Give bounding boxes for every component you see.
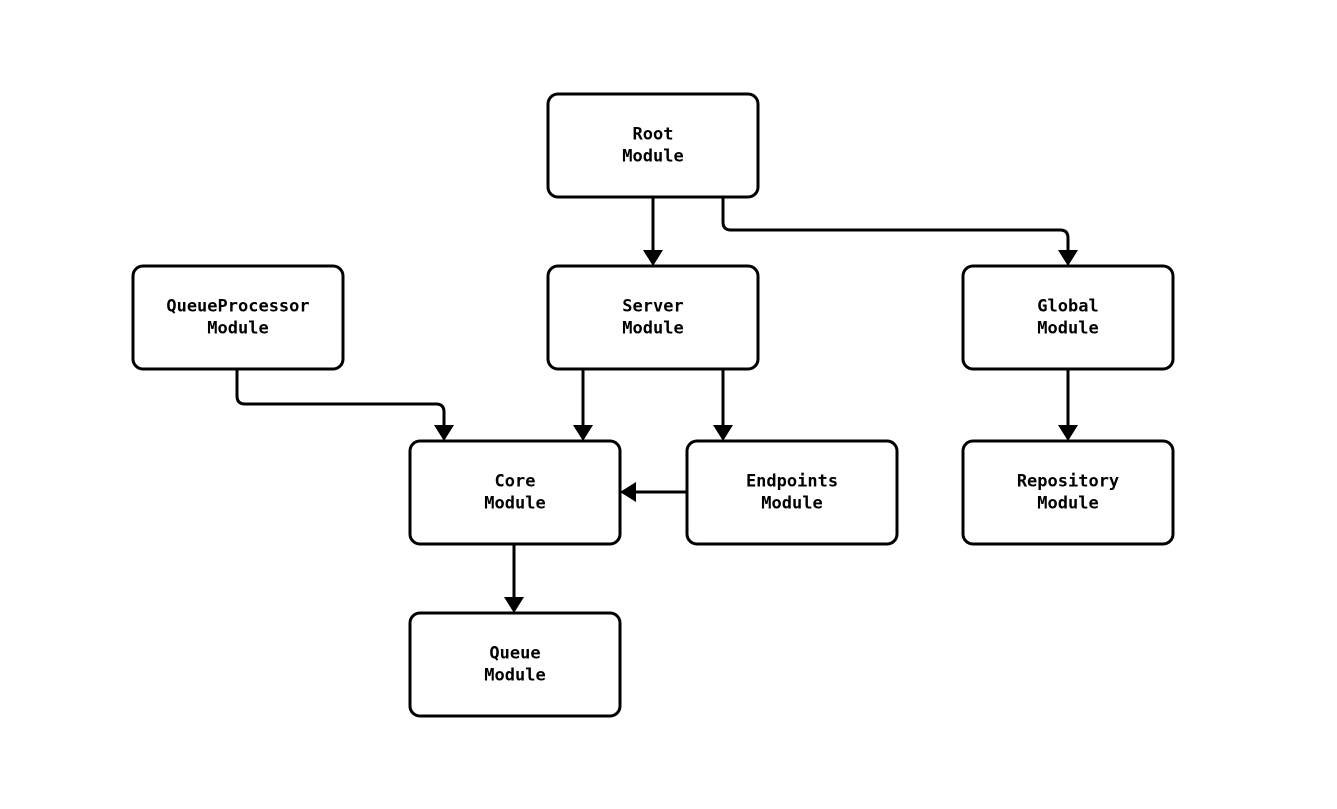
node-box[interactable] <box>685 439 899 546</box>
node-label-line2: Module <box>484 666 545 686</box>
node-label-line1: Core <box>495 472 536 492</box>
node-box[interactable] <box>408 611 622 718</box>
edge-global-to-repository <box>1058 369 1078 441</box>
arrowhead-icon <box>1058 425 1078 441</box>
node-label-line1: Global <box>1037 297 1098 317</box>
edge-server-to-endpoints <box>713 369 733 441</box>
edge-endpoints-to-core <box>620 482 687 502</box>
node-box[interactable] <box>408 439 622 546</box>
node-label-line2: Module <box>622 319 683 339</box>
edge-core-to-queue <box>504 544 524 613</box>
node-box[interactable] <box>546 264 760 371</box>
edge-layer <box>235 197 1078 613</box>
edge-server-to-core <box>573 369 593 441</box>
node-box[interactable] <box>131 264 345 371</box>
node-label-line1: QueueProcessor <box>166 297 309 317</box>
arrowhead-icon <box>620 482 636 502</box>
node-label-line1: Root <box>633 125 674 145</box>
edge-line <box>235 369 446 425</box>
node-label-line2: Module <box>207 319 268 339</box>
node-label-line1: Endpoints <box>746 472 838 492</box>
arrowhead-icon <box>713 425 733 441</box>
node-box[interactable] <box>961 264 1175 371</box>
node-label-line2: Module <box>761 494 822 514</box>
node-label-line1: Repository <box>1017 472 1119 492</box>
arrowhead-icon <box>1058 250 1078 266</box>
edge-queueprocessor-to-core <box>235 369 454 441</box>
node-box[interactable] <box>546 92 760 199</box>
node-box[interactable] <box>961 439 1175 546</box>
node-label-line1: Queue <box>489 644 540 664</box>
arrowhead-icon <box>504 597 524 613</box>
edge-root-to-global <box>721 197 1078 266</box>
arrowhead-icon <box>643 250 663 266</box>
arrowhead-icon <box>434 425 454 441</box>
node-label-line1: Server <box>622 297 683 317</box>
arrowhead-icon <box>573 425 593 441</box>
node-label-line2: Module <box>484 494 545 514</box>
edge-root-to-server <box>643 197 663 266</box>
node-label-line2: Module <box>622 147 683 167</box>
node-label-line2: Module <box>1037 494 1098 514</box>
node-label-line2: Module <box>1037 319 1098 339</box>
edge-line <box>721 197 1070 250</box>
